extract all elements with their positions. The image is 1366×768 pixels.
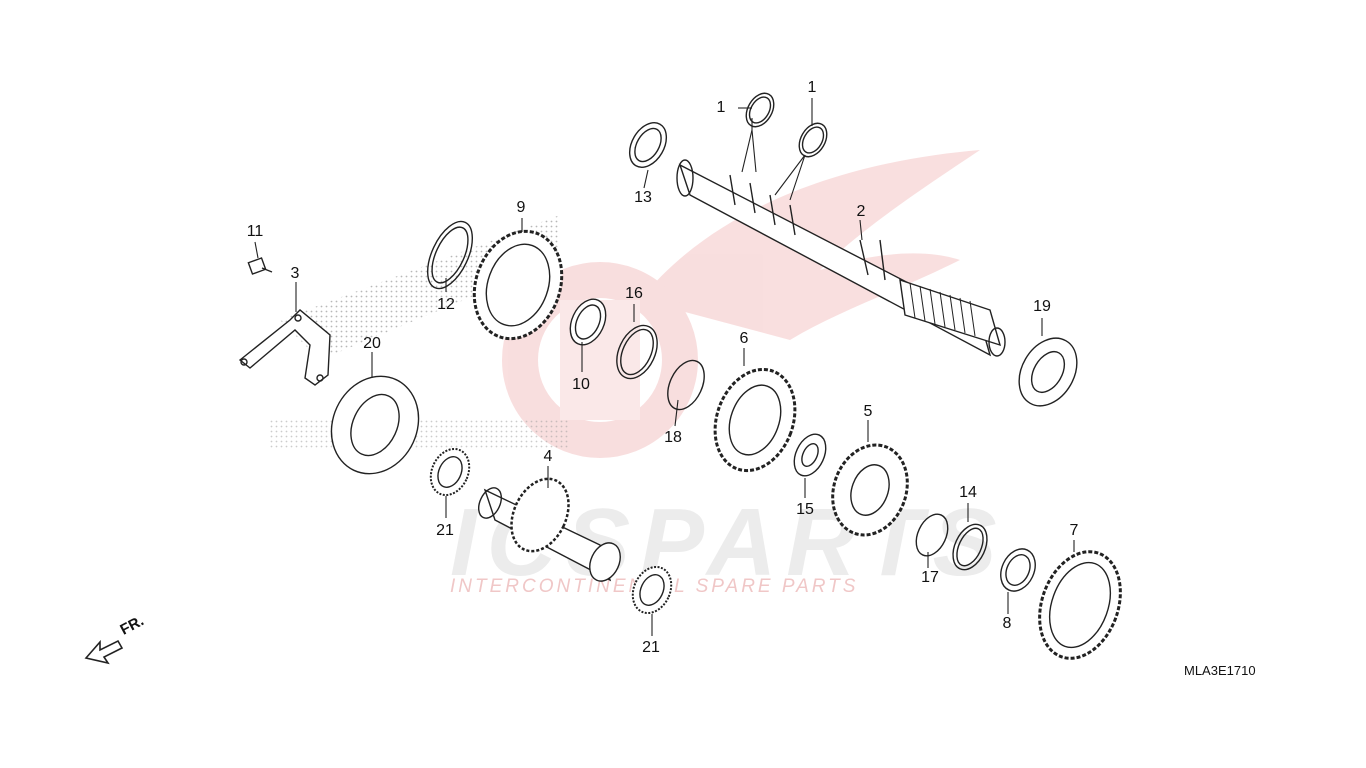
- callout-part-12[interactable]: 12: [437, 296, 455, 313]
- gear-part-5[interactable]: [820, 434, 919, 545]
- callout-part-9[interactable]: 9: [516, 199, 526, 216]
- callout-part-6[interactable]: 6: [739, 330, 749, 347]
- ring-part-1b[interactable]: [794, 118, 833, 161]
- callout-part-10[interactable]: 10: [572, 376, 590, 393]
- callout-part-8[interactable]: 8: [1002, 615, 1012, 632]
- gear-part-9[interactable]: [460, 219, 577, 351]
- front-direction-arrow: [84, 639, 124, 665]
- callout-part-1[interactable]: 1: [807, 79, 817, 96]
- callout-part-19[interactable]: 19: [1033, 298, 1051, 315]
- callout-part-4[interactable]: 4: [543, 448, 553, 465]
- ring-part-1a[interactable]: [741, 88, 780, 131]
- callout-part-21[interactable]: 21: [436, 522, 454, 539]
- bushing-part-8[interactable]: [994, 543, 1042, 596]
- bearing-part-20[interactable]: [316, 362, 434, 488]
- washer-part-13[interactable]: [622, 116, 674, 174]
- needle-bearing-part-21a[interactable]: [424, 443, 477, 502]
- callout-part-15[interactable]: 15: [796, 501, 814, 518]
- callout-part-11[interactable]: 11: [246, 223, 264, 240]
- bolt-part-11[interactable]: [247, 257, 273, 275]
- bushing-part-10[interactable]: [563, 293, 612, 350]
- bearing-part-19[interactable]: [1007, 328, 1088, 416]
- lock-washer-part-15[interactable]: [788, 429, 832, 481]
- gear-part-7[interactable]: [1025, 540, 1134, 669]
- bracket-part-3[interactable]: [238, 309, 331, 386]
- callout-part-5[interactable]: 5: [863, 403, 873, 420]
- ring-part-16[interactable]: [609, 319, 665, 385]
- callout-part-16[interactable]: 16: [625, 285, 643, 302]
- needle-bearing-part-21b[interactable]: [626, 561, 679, 620]
- callout-part-3[interactable]: 3: [290, 265, 300, 282]
- callout-part-13[interactable]: 13: [634, 189, 652, 206]
- circlip-part-17[interactable]: [910, 509, 954, 561]
- callout-part-1[interactable]: 1: [716, 99, 726, 116]
- countershaft-gear-part-4[interactable]: [474, 470, 626, 586]
- circlip-part-18[interactable]: [661, 355, 712, 416]
- callout-part-21[interactable]: 21: [642, 639, 660, 656]
- callout-part-20[interactable]: 20: [363, 335, 381, 352]
- drawing-code: MLA3E1710: [1184, 663, 1256, 678]
- gear-part-6[interactable]: [702, 358, 809, 482]
- washer-part-12[interactable]: [418, 215, 481, 295]
- callout-part-14[interactable]: 14: [959, 484, 977, 501]
- main-shaft-part-2[interactable]: [676, 159, 1006, 357]
- callout-part-7[interactable]: 7: [1069, 522, 1079, 539]
- callout-part-17[interactable]: 17: [921, 569, 939, 586]
- callout-part-2[interactable]: 2: [856, 203, 866, 220]
- ring-part-14[interactable]: [946, 519, 993, 575]
- callout-part-18[interactable]: 18: [664, 429, 682, 446]
